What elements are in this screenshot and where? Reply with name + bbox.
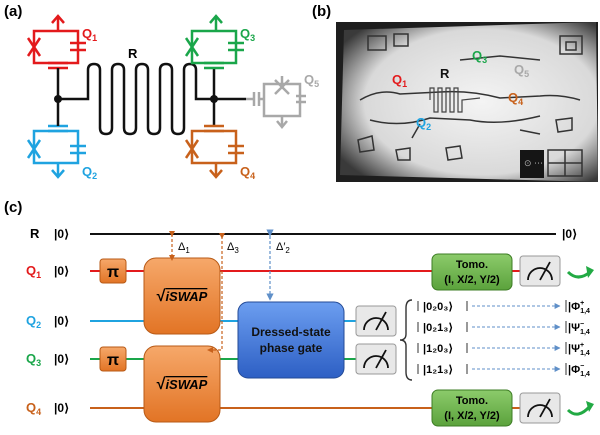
tomo-q1 — [431, 253, 513, 291]
bell-state-0: |Φ+1,4 — [568, 300, 590, 315]
right-bus — [212, 68, 246, 126]
photo-label-q1: Q1 — [392, 72, 407, 89]
feedback-arrowhead-q1 — [586, 266, 594, 278]
ket-r: |0⟩ — [54, 227, 70, 241]
qubit-q1-circuit — [26, 14, 86, 70]
feedback-arrowhead-q4 — [586, 401, 594, 412]
state-1: |0₂1₃⟩ — [423, 322, 453, 334]
pi-gate-q1 — [99, 258, 127, 284]
qubit-q4-circuit — [184, 124, 244, 179]
photo-label-q3: Q3 — [472, 48, 487, 65]
left-node — [54, 95, 62, 103]
state-0: |0₂0₃⟩ — [423, 301, 453, 313]
delta1-label: Δ1 — [178, 241, 190, 255]
pi-gate-q3-label: π — [107, 352, 119, 369]
qubit-q3-circuit — [184, 14, 244, 70]
tomo-q4-line1: Tomo. — [456, 395, 488, 407]
ket-q4: |0⟩ — [54, 401, 70, 415]
tomo-q4-line2: (I, X/2, Y/2) — [444, 410, 500, 422]
photo-label-q5: Q5 — [514, 62, 529, 79]
row-q1-label: Q1 — [26, 263, 41, 280]
row-r-label: R — [30, 226, 40, 241]
ket-q3: |0⟩ — [54, 352, 70, 366]
outcome-bracket — [399, 299, 413, 381]
qubit-q5-circuit — [246, 76, 306, 129]
qubit-q3-label: Q3 — [240, 26, 255, 43]
photo-label-q4: Q4 — [508, 90, 523, 107]
meter-q4 — [519, 392, 561, 424]
dressed-state-gate — [237, 301, 345, 379]
meter-q1 — [519, 255, 561, 287]
left-bus — [56, 68, 82, 126]
photo-label-r: R — [440, 66, 450, 81]
device-photo: ⊙ ⋯ — [336, 22, 598, 182]
ket-q2: |0⟩ — [54, 314, 70, 328]
panel-b-label: (b) — [312, 3, 331, 20]
bell-state-list: |Φ+1,4 |Ψ−1,4 |Ψ+1,4 |Φ−1,4 — [565, 300, 590, 378]
bell-state-1: |Ψ−1,4 — [568, 321, 590, 336]
qubit-q2-label: Q2 — [82, 164, 97, 181]
photo-label-q2: Q2 — [416, 115, 431, 132]
row-q4-label: Q4 — [26, 400, 41, 417]
qubit-q5-label: Q5 — [304, 72, 319, 89]
row-q2-label: Q2 — [26, 313, 41, 330]
panel-a-label: (a) — [4, 3, 22, 20]
state-3: |1₂1₃⟩ — [423, 364, 453, 376]
iswap-gate-q1q2-label: √iSWAP — [157, 288, 208, 305]
bell-state-2: |Ψ+1,4 — [568, 342, 590, 357]
tomo-q1-line1: Tomo. — [456, 259, 488, 271]
dressed-state-line2: phase gate — [260, 341, 323, 355]
qubit-q2-circuit — [26, 124, 86, 179]
iswap-gate-q3q4 — [143, 345, 221, 423]
resonator-label: R — [128, 46, 138, 61]
pi-gate-q3 — [99, 346, 127, 372]
state-2: |1₂0₃⟩ — [423, 343, 453, 355]
delta3-label: Δ3 — [227, 241, 239, 255]
delta3-line — [207, 233, 225, 353]
tomo-q4 — [431, 389, 513, 427]
delta2-label: Δ′2 — [276, 241, 290, 255]
feedback-arrow-q1 — [566, 270, 591, 279]
ket-r-out: |0⟩ — [562, 227, 578, 241]
meter-q2 — [355, 305, 397, 337]
state-list: |0₂0₃⟩ |0₂1₃⟩ |1₂0₃⟩ |1₂1₃⟩ — [417, 301, 561, 376]
resonator-meander — [82, 62, 214, 136]
dressed-state-line1: Dressed-state — [251, 325, 331, 339]
meter-q3 — [355, 343, 397, 375]
panel-c-label: (c) — [4, 199, 22, 216]
bell-state-3: |Φ−1,4 — [568, 363, 590, 378]
pi-gate-q1-label: π — [107, 264, 119, 281]
feedback-arrow-q4 — [566, 404, 592, 416]
qubit-q1-label: Q1 — [82, 26, 97, 43]
ket-q1: |0⟩ — [54, 264, 70, 278]
qubit-q4-label: Q4 — [240, 164, 255, 181]
row-q3-label: Q3 — [26, 351, 41, 368]
photo-corner-mark: ⊙ ⋯ — [524, 158, 543, 168]
iswap-gate-q3q4-label: √iSWAP — [157, 376, 208, 393]
right-node — [210, 95, 218, 103]
tomo-q1-line2: (I, X/2, Y/2) — [444, 274, 500, 286]
